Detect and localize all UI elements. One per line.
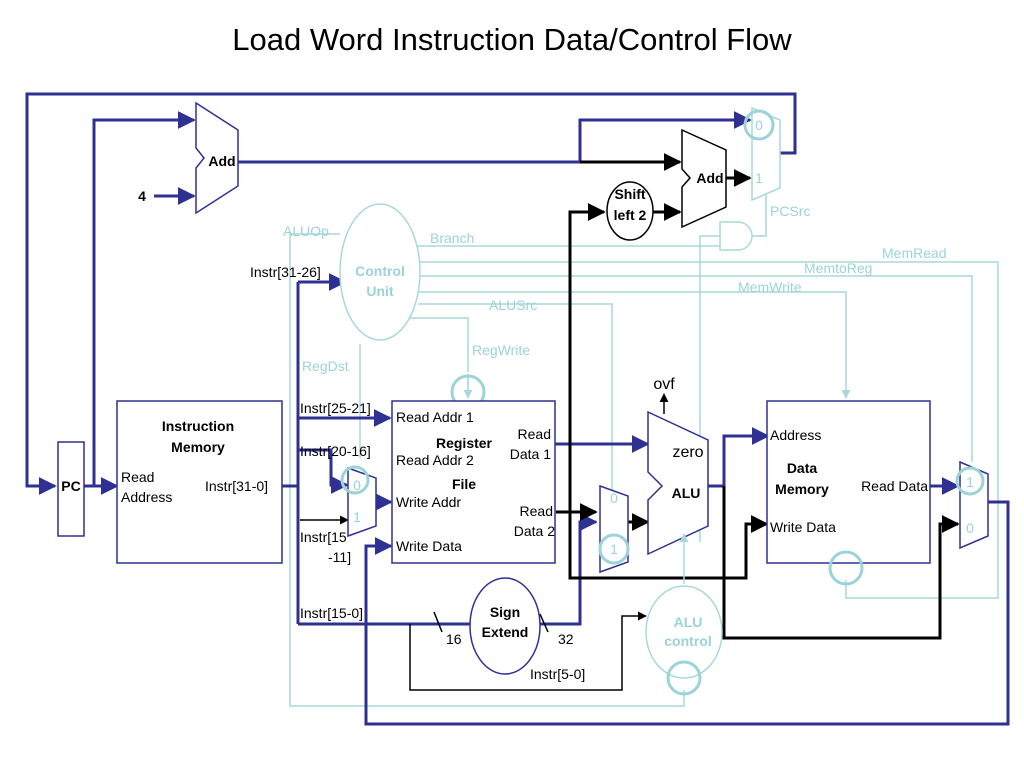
sign-extend: [469, 577, 541, 675]
branch-adder: [681, 128, 727, 229]
instr-31-26: Instr[31-26]: [250, 264, 321, 280]
dm-write-data: Write Data: [770, 519, 836, 535]
aluop-highlight: [666, 660, 702, 696]
register-file: [391, 400, 556, 564]
ovf-label: ovf: [653, 376, 675, 393]
alu-label: ALU: [672, 485, 701, 501]
data-memory: [766, 400, 931, 564]
imem-read-1: Read: [121, 469, 154, 485]
alu-control: [645, 585, 723, 679]
aluctl-label-2: control: [664, 633, 711, 649]
dmem-label-1: Data: [787, 460, 818, 476]
address-label: Address: [770, 427, 821, 443]
bits-32: 32: [558, 631, 574, 647]
memread-label: MemRead: [882, 245, 947, 261]
alu: [647, 410, 709, 556]
aluctl-label-1: ALU: [674, 614, 703, 630]
page-title: Load Word Instruction Data/Control Flow: [232, 22, 792, 57]
pcsrc-mux-0: 0: [755, 117, 763, 133]
regfile-label-2: File: [452, 476, 476, 492]
instr-31-0: Instr[31-0]: [205, 478, 268, 494]
instruction-memory: [116, 400, 283, 564]
control-label-1: Control: [355, 263, 405, 279]
pc-adder-label: Add: [208, 153, 235, 169]
instr-5-0: Instr[5-0]: [530, 666, 585, 682]
imem-label-2: Memory: [171, 439, 225, 455]
sign-label-1: Sign: [490, 604, 520, 620]
aluop-label: ALUOp: [283, 223, 329, 239]
shift-left-2: [606, 181, 654, 241]
imem-label-1: Instruction: [162, 418, 234, 434]
instr-20-16: Instr[20-16]: [300, 443, 371, 459]
instr-15-0: Instr[15-0]: [300, 605, 363, 621]
instr-15-11b: -11]: [328, 549, 351, 565]
zero-label: zero: [672, 444, 703, 461]
alusrc-mux-1: 1: [610, 541, 618, 557]
imem-read-2: Address: [121, 489, 172, 505]
branch-label: Branch: [430, 230, 474, 246]
inactive-wires: [556, 153, 960, 640]
instr-25-21: Instr[25-21]: [300, 400, 371, 416]
pc-adder: [195, 101, 239, 215]
read-addr-1: Read Addr 1: [396, 409, 474, 425]
constant-four: 4: [138, 188, 146, 204]
read-data-1b: Data 1: [510, 446, 551, 462]
memtoreg-label: MemtoReg: [804, 260, 872, 276]
read-data-2a: Read: [520, 503, 553, 519]
memtoreg-mux-1: 1: [966, 474, 974, 490]
regwrite-label: RegWrite: [472, 342, 530, 358]
regdst-label: RegDst: [302, 358, 349, 374]
write-addr: Write Addr: [396, 494, 461, 510]
shift-label-2: left 2: [614, 207, 647, 223]
memwrite-highlight: [828, 550, 864, 586]
write-data: Write Data: [396, 538, 462, 554]
regdst-mux-1: 1: [353, 509, 361, 525]
regfile-label-1: Register: [436, 435, 493, 451]
control-unit: [339, 203, 421, 341]
instr-15-11a: Instr[15: [300, 529, 347, 545]
alusrc-mux-0: 0: [610, 490, 618, 506]
thin-wires: [300, 393, 669, 691]
memwrite-label: MemWrite: [738, 279, 802, 295]
read-addr-2: Read Addr 2: [396, 452, 474, 468]
alusrc-label: ALUSrc: [489, 297, 537, 313]
memtoreg-mux-0: 0: [966, 520, 974, 536]
control-label-2: Unit: [366, 283, 394, 299]
branch-adder-label: Add: [696, 170, 723, 186]
sign-label-2: Extend: [482, 624, 529, 640]
read-data-2b: Data 2: [514, 523, 555, 539]
memtoreg-mux: [959, 460, 989, 550]
pc-label: PC: [61, 478, 80, 494]
pc-register: [57, 441, 85, 537]
read-data-1a: Read: [518, 426, 551, 442]
dmem-label-2: Memory: [775, 481, 829, 497]
read-data-label: Read Data: [861, 478, 928, 494]
bits-16: 16: [446, 631, 462, 647]
shift-label-1: Shift: [614, 186, 645, 202]
pcsrc-mux-1: 1: [755, 170, 763, 186]
branch-and-gate: [719, 221, 753, 251]
regdst-mux-0: 0: [353, 477, 361, 493]
pcsrc-label: PCSrc: [770, 203, 810, 219]
